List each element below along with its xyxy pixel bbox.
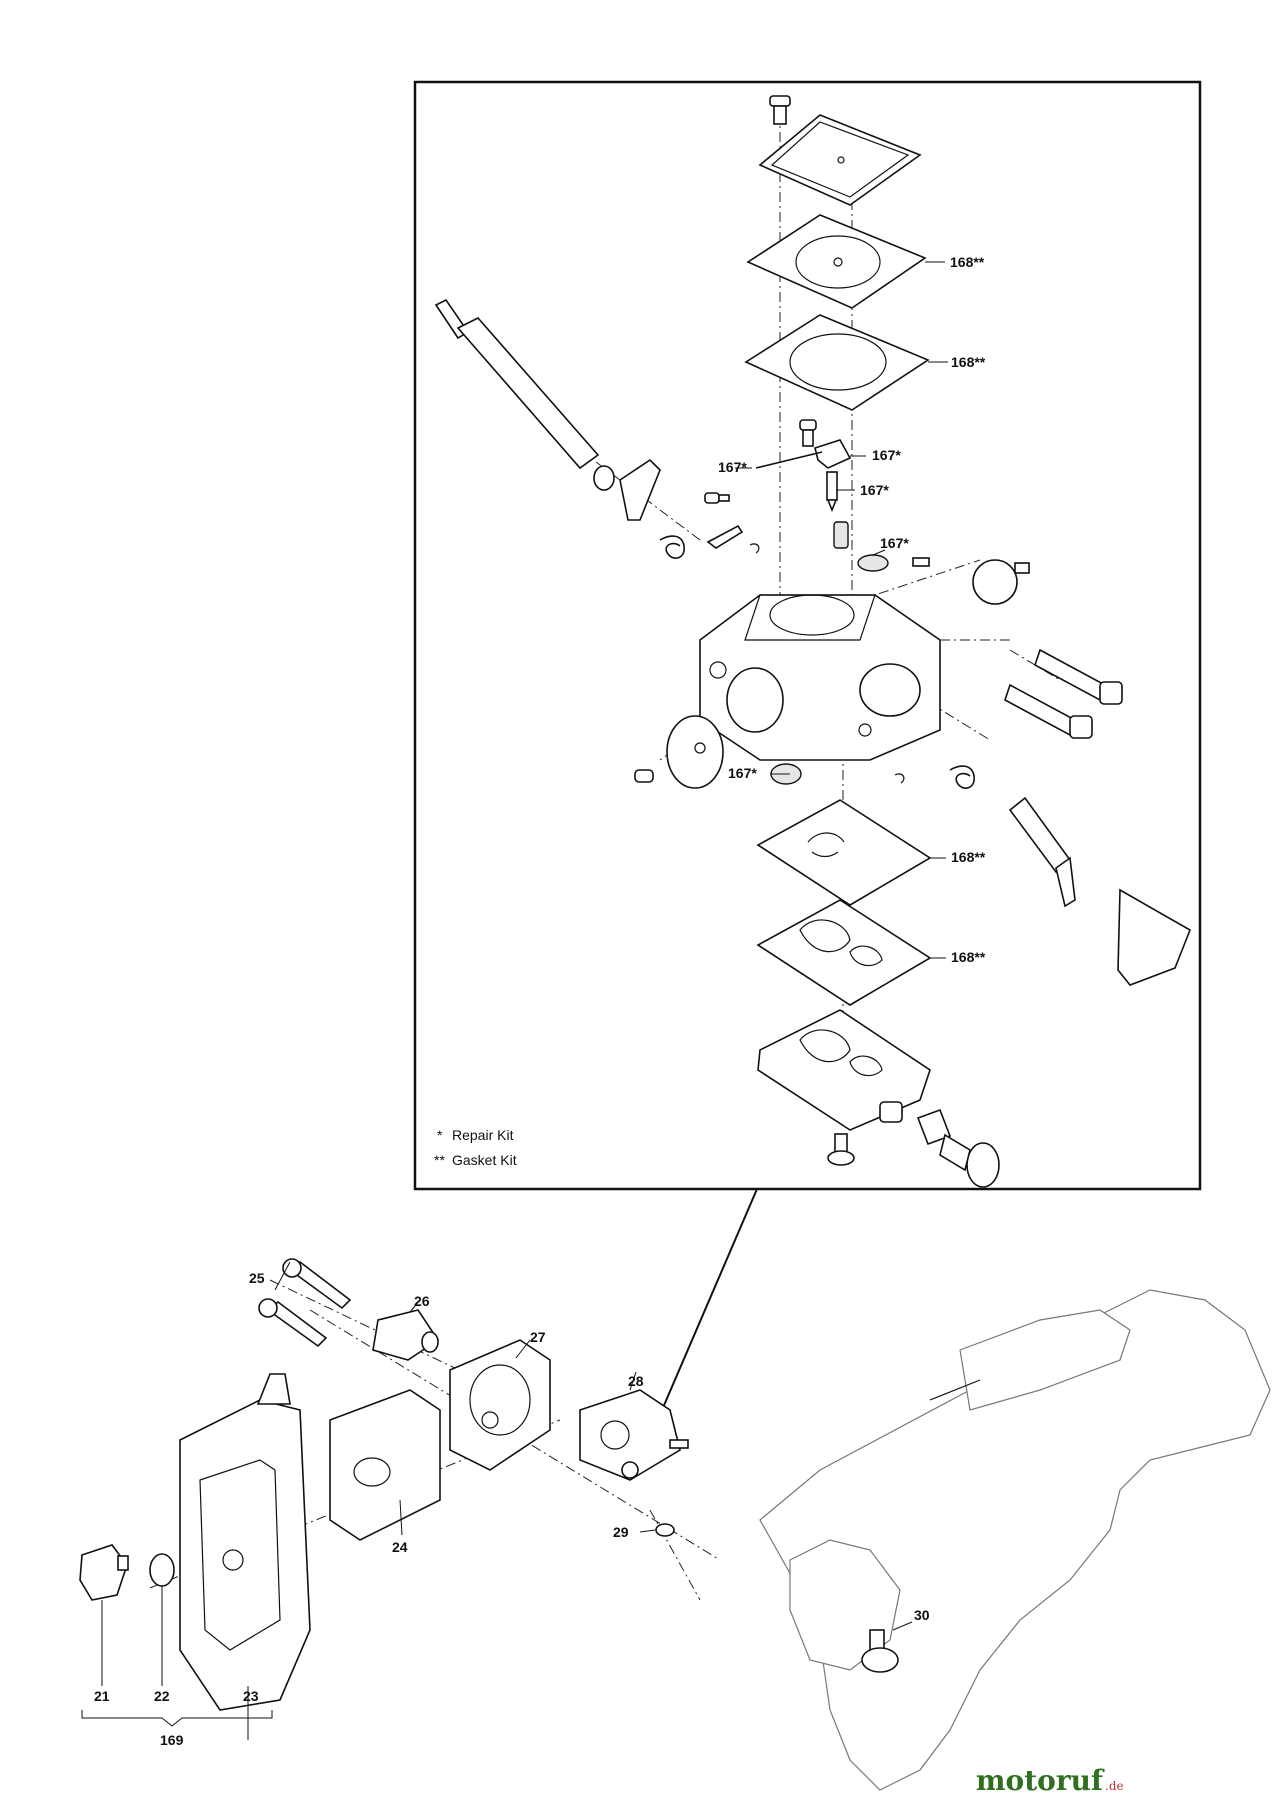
main-callouts: 25 26 27 28 24 29 30 21 22 23 169 [94,1270,930,1748]
label-29: 29 [613,1524,629,1540]
legend-repair-label: Repair Kit [452,1127,514,1143]
part-23-filter-cover [179,1373,311,1711]
metering-cover [757,1009,931,1131]
legend-repair-mark: * [437,1127,443,1143]
label-167-filter: 167* [728,765,757,781]
label-168-top: 168** [950,254,985,270]
label-167-pin: 167* [718,459,747,475]
pump-cover-plate [758,114,922,206]
part-30-knob [861,1629,899,1673]
label-167-plug: 167* [880,535,909,551]
part-169-bracket [81,1710,273,1727]
part-27-adaptor [449,1339,551,1471]
brand-watermark: motoruf .de [976,1764,1124,1797]
carburetor-body [699,594,941,761]
legend-gasket-mark: ** [434,1152,445,1168]
brand-name: motoruf [976,1764,1105,1797]
part-28-carburetor [579,1389,689,1481]
adjusting-needles [1004,648,1123,739]
label-169: 169 [160,1732,184,1748]
label-167-lever: 167* [872,447,901,463]
label-30: 30 [914,1607,930,1623]
part-24-filter [329,1389,441,1541]
label-28: 28 [628,1373,644,1389]
metering-diaphragm [756,799,932,906]
kit-legend: * Repair Kit ** Gasket Kit [434,1127,517,1168]
part-29-washer [655,1523,675,1537]
throttle-plate [634,715,724,789]
label-27: 27 [530,1329,546,1345]
throttle-shaft [434,298,760,559]
part-22-washer [149,1553,175,1587]
label-24: 24 [392,1539,408,1555]
cover-screw [769,95,791,125]
label-168-bottom-2: 168** [951,949,986,965]
label-23: 23 [243,1688,259,1704]
label-26: 26 [414,1293,430,1309]
idle-adjust-screw [916,1108,1000,1188]
part-21-knob [79,1544,129,1601]
metering-gasket [756,899,932,1006]
metering-parts [755,419,1030,605]
engine-housing [759,1289,1271,1791]
label-21: 21 [94,1688,110,1704]
brand-tld: .de [1105,1779,1124,1793]
detail-callouts: 168** 168** 167* 167* 167* 167* 167* 168… [718,254,986,965]
pump-gasket [744,314,930,411]
legend-gasket-label: Gasket Kit [452,1152,517,1168]
label-22: 22 [154,1688,170,1704]
cover-bottom-screw [827,1133,855,1166]
label-167-needle: 167* [860,482,889,498]
choke-shaft [894,765,1191,986]
part-26-spacer [372,1309,440,1361]
label-168-bottom-1: 168** [951,849,986,865]
label-168-mid: 168** [951,354,986,370]
pump-diaphragm [746,214,927,309]
label-25: 25 [249,1270,265,1286]
part-25-bolts [258,1258,352,1348]
